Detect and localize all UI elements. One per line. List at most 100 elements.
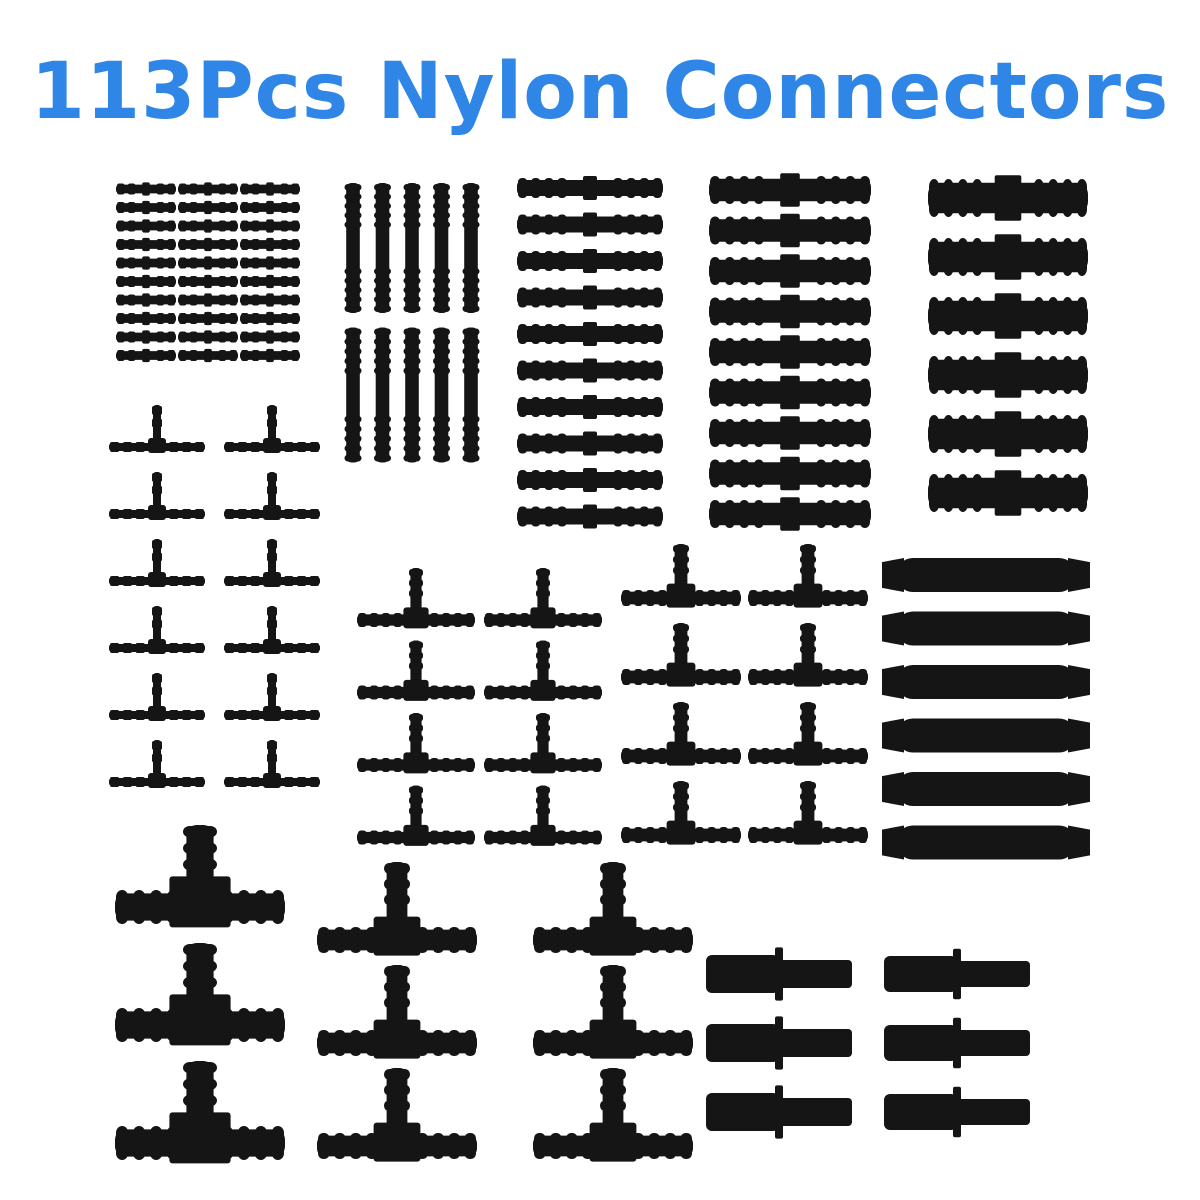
- straight-connector: [517, 176, 663, 200]
- small-tee-connectors: [109, 405, 320, 788]
- tee-connector: [533, 965, 693, 1059]
- straight-connector: [178, 274, 238, 289]
- straight-connector: [240, 293, 300, 307]
- tee-connector: [109, 606, 205, 654]
- straight-connector: [374, 183, 391, 313]
- straight-connector: [116, 200, 176, 215]
- straight-connector: [344, 183, 362, 313]
- straight-connector: [928, 411, 1088, 457]
- reducer-connectors: [706, 947, 1030, 1139]
- straight-connector: [374, 327, 391, 463]
- page-title: 113Pcs Nylon Connectors: [30, 47, 1170, 137]
- tee-connector: [484, 713, 602, 774]
- straight-connector: [240, 330, 300, 344]
- straight-connector: [178, 182, 238, 196]
- straight-connector: [928, 293, 1088, 339]
- long-barrel-connectors: [882, 558, 1090, 860]
- straight-connector: [178, 311, 238, 326]
- tee-connector: [748, 781, 868, 845]
- tee-connector: [224, 740, 320, 788]
- straight-connector: [709, 254, 871, 288]
- straight-connector: [178, 219, 238, 233]
- straight-connector: [709, 294, 871, 329]
- straight-connector: [116, 311, 176, 326]
- tee-connector: [484, 640, 602, 701]
- straight-connector: [517, 322, 663, 346]
- straight-connector: [517, 504, 663, 529]
- straight-connector: [178, 200, 238, 215]
- straight-connector: [709, 416, 871, 450]
- straight-connector: [709, 375, 871, 410]
- tee-connector: [748, 702, 868, 766]
- connector-items: [109, 173, 1090, 1164]
- straight-connector: [178, 348, 238, 363]
- large-tee-connectors: [115, 825, 693, 1164]
- straight-connector: [517, 358, 663, 383]
- straight-connector: [403, 183, 421, 313]
- tee-connector: [115, 825, 285, 928]
- tee-connector: [224, 673, 320, 721]
- straight-connector: [116, 348, 176, 363]
- reducer-connector: [706, 947, 852, 1001]
- straight-connector: [240, 182, 300, 196]
- extra-large-straight-connectors: [928, 175, 1088, 516]
- tee-connector: [621, 781, 741, 845]
- tee-connector: [109, 539, 205, 587]
- tee-connector: [748, 544, 868, 608]
- straight-connector: [709, 456, 871, 491]
- reducer-connector: [706, 1016, 852, 1070]
- straight-connector: [462, 327, 480, 463]
- tee-connector: [748, 623, 868, 687]
- tee-connector: [621, 544, 741, 608]
- reducer-connector: [884, 948, 1030, 1000]
- tee-connector: [484, 568, 602, 629]
- tee-connector: [317, 965, 477, 1059]
- barrel-connector: [882, 825, 1090, 860]
- large-straight-connectors: [709, 173, 871, 531]
- straight-connector: [517, 249, 663, 273]
- straight-connector: [240, 256, 300, 270]
- tee-connector: [224, 405, 320, 453]
- straight-connector: [709, 213, 871, 248]
- tee-connector: [115, 943, 285, 1046]
- barrel-connector: [882, 665, 1090, 699]
- medium-tee-connectors-left: [357, 568, 602, 846]
- straight-connector: [116, 237, 176, 252]
- tiny-straight-connectors: [116, 182, 300, 363]
- straight-connector: [517, 212, 663, 237]
- straight-connector: [240, 348, 300, 363]
- tee-connector: [317, 862, 477, 956]
- reducer-connector: [884, 1017, 1030, 1069]
- straight-connector: [928, 470, 1088, 516]
- tee-connector: [224, 606, 320, 654]
- barrel-connector: [882, 718, 1090, 753]
- tee-connector: [357, 785, 475, 846]
- tee-connector: [621, 702, 741, 766]
- tee-connector: [109, 472, 205, 520]
- tee-connector: [533, 1068, 693, 1162]
- straight-connector: [517, 431, 663, 456]
- straight-connector: [240, 311, 300, 326]
- tee-connector: [357, 568, 475, 629]
- straight-connector: [240, 200, 300, 215]
- tee-connector: [357, 713, 475, 774]
- tee-connector: [484, 785, 602, 846]
- straight-connector: [116, 219, 176, 233]
- straight-connector: [433, 183, 450, 313]
- straight-connector: [928, 352, 1088, 398]
- straight-connector: [116, 293, 176, 307]
- tee-connector: [109, 405, 205, 453]
- straight-connector: [517, 468, 663, 492]
- straight-connector: [240, 237, 300, 252]
- straight-connector: [344, 327, 362, 463]
- straight-connector: [462, 183, 480, 313]
- straight-connector: [178, 293, 238, 307]
- straight-connector: [116, 274, 176, 289]
- tee-connector: [224, 539, 320, 587]
- tee-connector: [224, 472, 320, 520]
- tee-connector: [621, 623, 741, 687]
- barrel-connector: [882, 772, 1090, 806]
- reducer-connector: [884, 1086, 1030, 1138]
- straight-connector: [178, 237, 238, 252]
- straight-connector: [517, 285, 663, 310]
